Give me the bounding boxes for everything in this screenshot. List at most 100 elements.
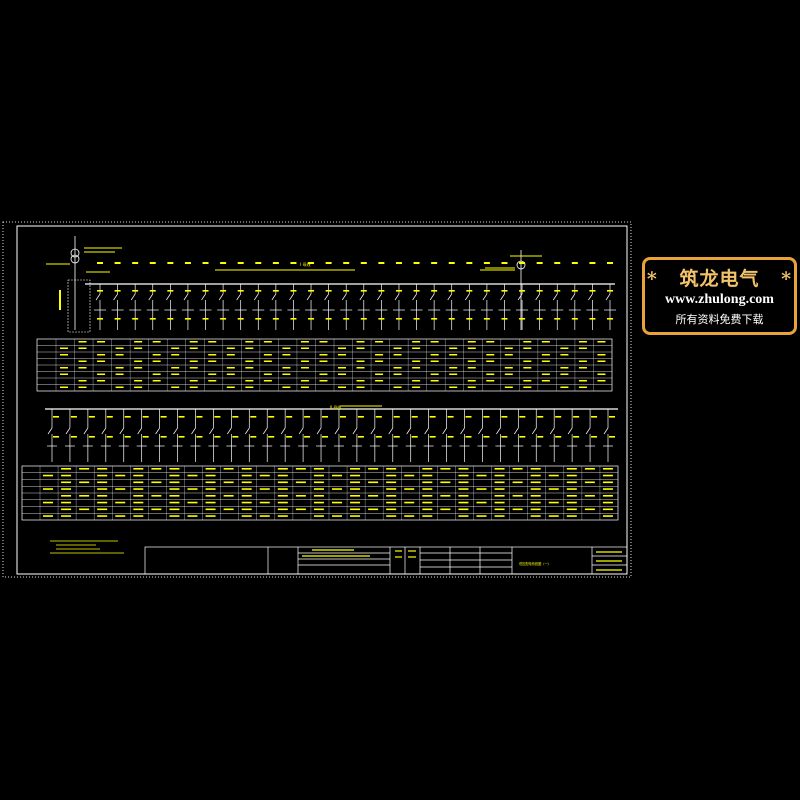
table-cell-text (430, 373, 439, 375)
table-cell-text (494, 481, 505, 484)
feeder-tag (339, 416, 346, 418)
lower-bus-label: Ⅱ 母线 (330, 404, 341, 410)
table-cell-text (458, 488, 469, 490)
breaker-symbol (406, 427, 412, 435)
breaker-symbol (280, 427, 286, 435)
table-cell-text (338, 367, 346, 369)
upper-feeder (586, 262, 599, 330)
table-cell-text (313, 468, 324, 470)
lower-feeder (82, 409, 95, 462)
title-block (144, 546, 628, 575)
upper-feeder (533, 262, 546, 330)
feeder-tag (360, 262, 367, 264)
watermark-url[interactable]: www.zhulong.com (665, 292, 774, 307)
feeder-tag (322, 436, 329, 438)
feeder-tag (167, 290, 174, 292)
table-cell-text (494, 515, 505, 517)
lower-feeder (47, 409, 59, 462)
feeder-tag (555, 416, 562, 418)
feeder-tag (237, 262, 244, 264)
table-cell-text (223, 508, 234, 511)
breaker-symbol (352, 427, 358, 435)
feeder-tag (343, 318, 350, 320)
lower-switchboard (21, 405, 619, 521)
table-cell-text (504, 367, 513, 369)
table-cell-text (512, 468, 523, 470)
table-cell-text (115, 373, 124, 375)
lower-feeder (64, 409, 77, 462)
feeder-tag (343, 290, 350, 292)
table-cell-text (60, 347, 68, 349)
table-cell-text (319, 360, 328, 362)
transformer-symbol (70, 248, 80, 258)
table-cell-text (541, 354, 550, 356)
breaker-symbol (603, 427, 609, 435)
table-cell-text (277, 508, 288, 511)
table-cell-text (245, 347, 254, 349)
table-cell-text (152, 373, 161, 375)
breaker-symbol (113, 293, 118, 301)
lower-feeder (459, 409, 472, 462)
lower-feeder (262, 409, 275, 462)
table-cell-text (133, 501, 144, 504)
upper-feeder (269, 262, 282, 330)
table-cell-text (530, 474, 541, 477)
breaker-symbol (191, 427, 196, 435)
table-cell-text (458, 508, 469, 511)
table-cell-text (584, 468, 595, 470)
feeder-tag (202, 318, 209, 320)
table-cell-text (449, 354, 458, 356)
table-cell-text (375, 354, 384, 356)
feeder-tag (573, 436, 580, 438)
feeder-tag (483, 416, 490, 418)
feeder-tag (589, 262, 596, 264)
breaker-symbol (482, 293, 488, 301)
table-cell-text (412, 380, 421, 382)
table-cell-text (169, 515, 180, 517)
table-cell-text (467, 347, 476, 349)
table-cell-text (189, 341, 198, 343)
table-cell-text (338, 386, 346, 388)
table-cell-text (440, 481, 451, 484)
table-cell-text (494, 495, 505, 497)
table-cell-text (277, 495, 288, 497)
feeder-tag (431, 290, 438, 292)
table-cell-text (458, 515, 469, 517)
table-cell-text (560, 347, 569, 349)
table-cell-text (60, 354, 68, 356)
table-cell-text (530, 508, 541, 511)
table-cell-text (422, 508, 433, 511)
table-cell-text (97, 474, 108, 477)
feeder-tag (395, 318, 402, 320)
table-cell-text (375, 373, 384, 375)
table-cell-text (368, 468, 379, 470)
table-cell-text (277, 501, 288, 504)
table-cell-text (350, 508, 361, 511)
feeder-tag (501, 290, 508, 292)
feeder-tag (308, 318, 315, 320)
table-cell-text (313, 515, 324, 517)
table-cell-text (295, 495, 306, 497)
feeder-tag (554, 290, 561, 292)
table-cell-text (467, 380, 476, 382)
table-cell-text (223, 481, 234, 484)
table-cell-text (43, 488, 53, 490)
feeder-tag (411, 416, 418, 418)
table-cell-text (602, 495, 613, 497)
lower-feeder (477, 409, 490, 462)
table-cell-text (226, 386, 235, 388)
feeder-tag (519, 436, 526, 438)
table-cell-text (350, 495, 361, 497)
table-cell-text (205, 474, 216, 477)
table-cell-text (171, 373, 180, 375)
table-cell-text (97, 495, 108, 497)
table-cell-text (313, 501, 324, 504)
table-cell-text (208, 341, 217, 343)
table-cell-text (61, 495, 72, 497)
breaker-symbol (478, 427, 483, 435)
upper-feeder (305, 262, 318, 330)
feeder-tag (178, 416, 185, 418)
feeder-tag (286, 416, 293, 418)
feeder-tag (88, 416, 95, 418)
feeder-tag (554, 318, 561, 320)
